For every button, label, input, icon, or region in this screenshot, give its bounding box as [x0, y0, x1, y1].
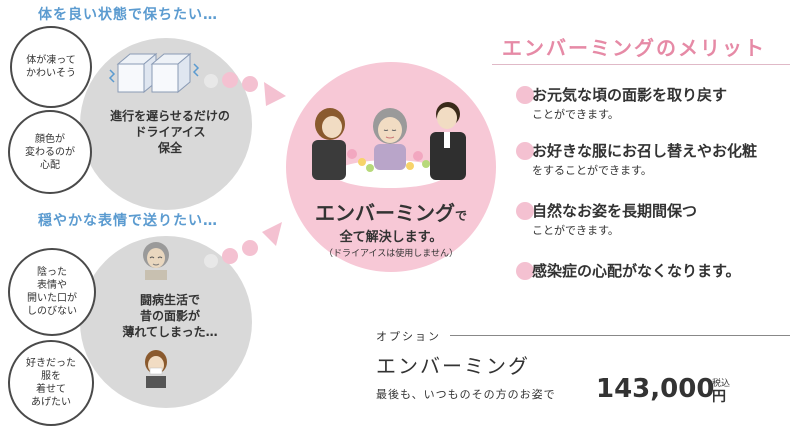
connector-dot	[222, 72, 238, 88]
merit-sub: をすることができます。	[532, 164, 652, 177]
option-price: 143,000	[596, 374, 715, 404]
merit-main: 感染症の心配がなくなります。	[532, 262, 741, 280]
option-yen: 円	[712, 389, 726, 405]
solution-text: エンバーミングで 全て解決します。 （ドライアイスは使用しません）	[286, 200, 496, 262]
illness-line2: 昔の面影が	[139, 309, 200, 323]
heading-peaceful-face: 穏やかな表情で送りたい…	[38, 213, 218, 229]
elderly-woman-icon	[143, 242, 169, 280]
connector-dot	[222, 248, 238, 264]
family-illustration	[312, 102, 466, 188]
worry-bubble-complexion: 顔色が 変わるのが 心配	[8, 110, 92, 194]
dry-ice-icon	[108, 52, 200, 94]
solution-title: エンバーミングで	[286, 200, 496, 229]
merit-main: お好きな服にお召し替えやお化粧	[532, 142, 758, 160]
option-name: エンバーミング	[376, 354, 530, 378]
arrow-icon	[264, 82, 286, 106]
illness-text: 闘病生活で 昔の面影が 薄れてしまった…	[100, 292, 240, 340]
worry-bubble-frozen: 体が凍って かわいそう	[10, 26, 92, 108]
merit-main: 自然なお姿を長期間保つ	[532, 202, 698, 220]
dry-ice-line3: 保全	[157, 141, 182, 155]
connector-dot	[204, 254, 218, 268]
merit-sub: ことができます。	[532, 108, 619, 121]
solution-subtitle: 全て解決します。	[339, 230, 443, 245]
option-divider	[450, 335, 790, 336]
dry-ice-text: 進行を遅らせるだけの ドライアイス 保全	[100, 108, 240, 156]
solution-note: （ドライアイスは使用しません）	[323, 249, 458, 259]
merit-item-1: お元気な頃の面影を取り戻す ことができます。	[516, 84, 727, 122]
merit-item-2: お好きな服にお召し替えやお化粧 をすることができます。	[516, 140, 757, 178]
connector-dot	[242, 240, 258, 256]
merit-dot	[516, 202, 534, 220]
merit-main: お元気な頃の面影を取り戻す	[532, 86, 728, 104]
solution-title-suffix: で	[454, 209, 467, 223]
option-tax-label: 税込	[712, 379, 731, 389]
merit-item-4: 感染症の心配がなくなります。	[516, 260, 741, 281]
merit-sub: ことができます。	[532, 224, 619, 237]
solution-title-main: エンバーミング	[314, 201, 455, 225]
heading-keep-body: 体を良い状態で保ちたい…	[38, 7, 218, 23]
merit-dot	[516, 142, 534, 160]
arrow-icon	[262, 222, 282, 246]
option-label: オプション	[376, 330, 441, 343]
merit-dot	[516, 262, 534, 280]
dry-ice-line2: ドライアイス	[134, 125, 206, 139]
merit-item-3: 自然なお姿を長期間保つ ことができます。	[516, 200, 697, 238]
worry-bubble-clothes: 好きだった 服を 着せて あげたい	[8, 340, 94, 426]
merit-dot	[516, 86, 534, 104]
connector-dot	[242, 76, 258, 92]
merits-title: エンバーミングのメリット	[502, 36, 766, 60]
illness-line1: 闘病生活で	[139, 293, 200, 307]
illness-line3: 薄れてしまった…	[122, 325, 218, 339]
merits-divider	[492, 64, 790, 65]
crying-woman-icon	[145, 350, 167, 388]
option-description: 最後も、いつものその方のお姿で	[376, 388, 556, 401]
worry-bubble-expression: 陰った 表情や 開いた口が しのびない	[8, 248, 96, 336]
connector-dot	[204, 74, 218, 88]
dry-ice-line1: 進行を遅らせるだけの	[110, 109, 230, 123]
